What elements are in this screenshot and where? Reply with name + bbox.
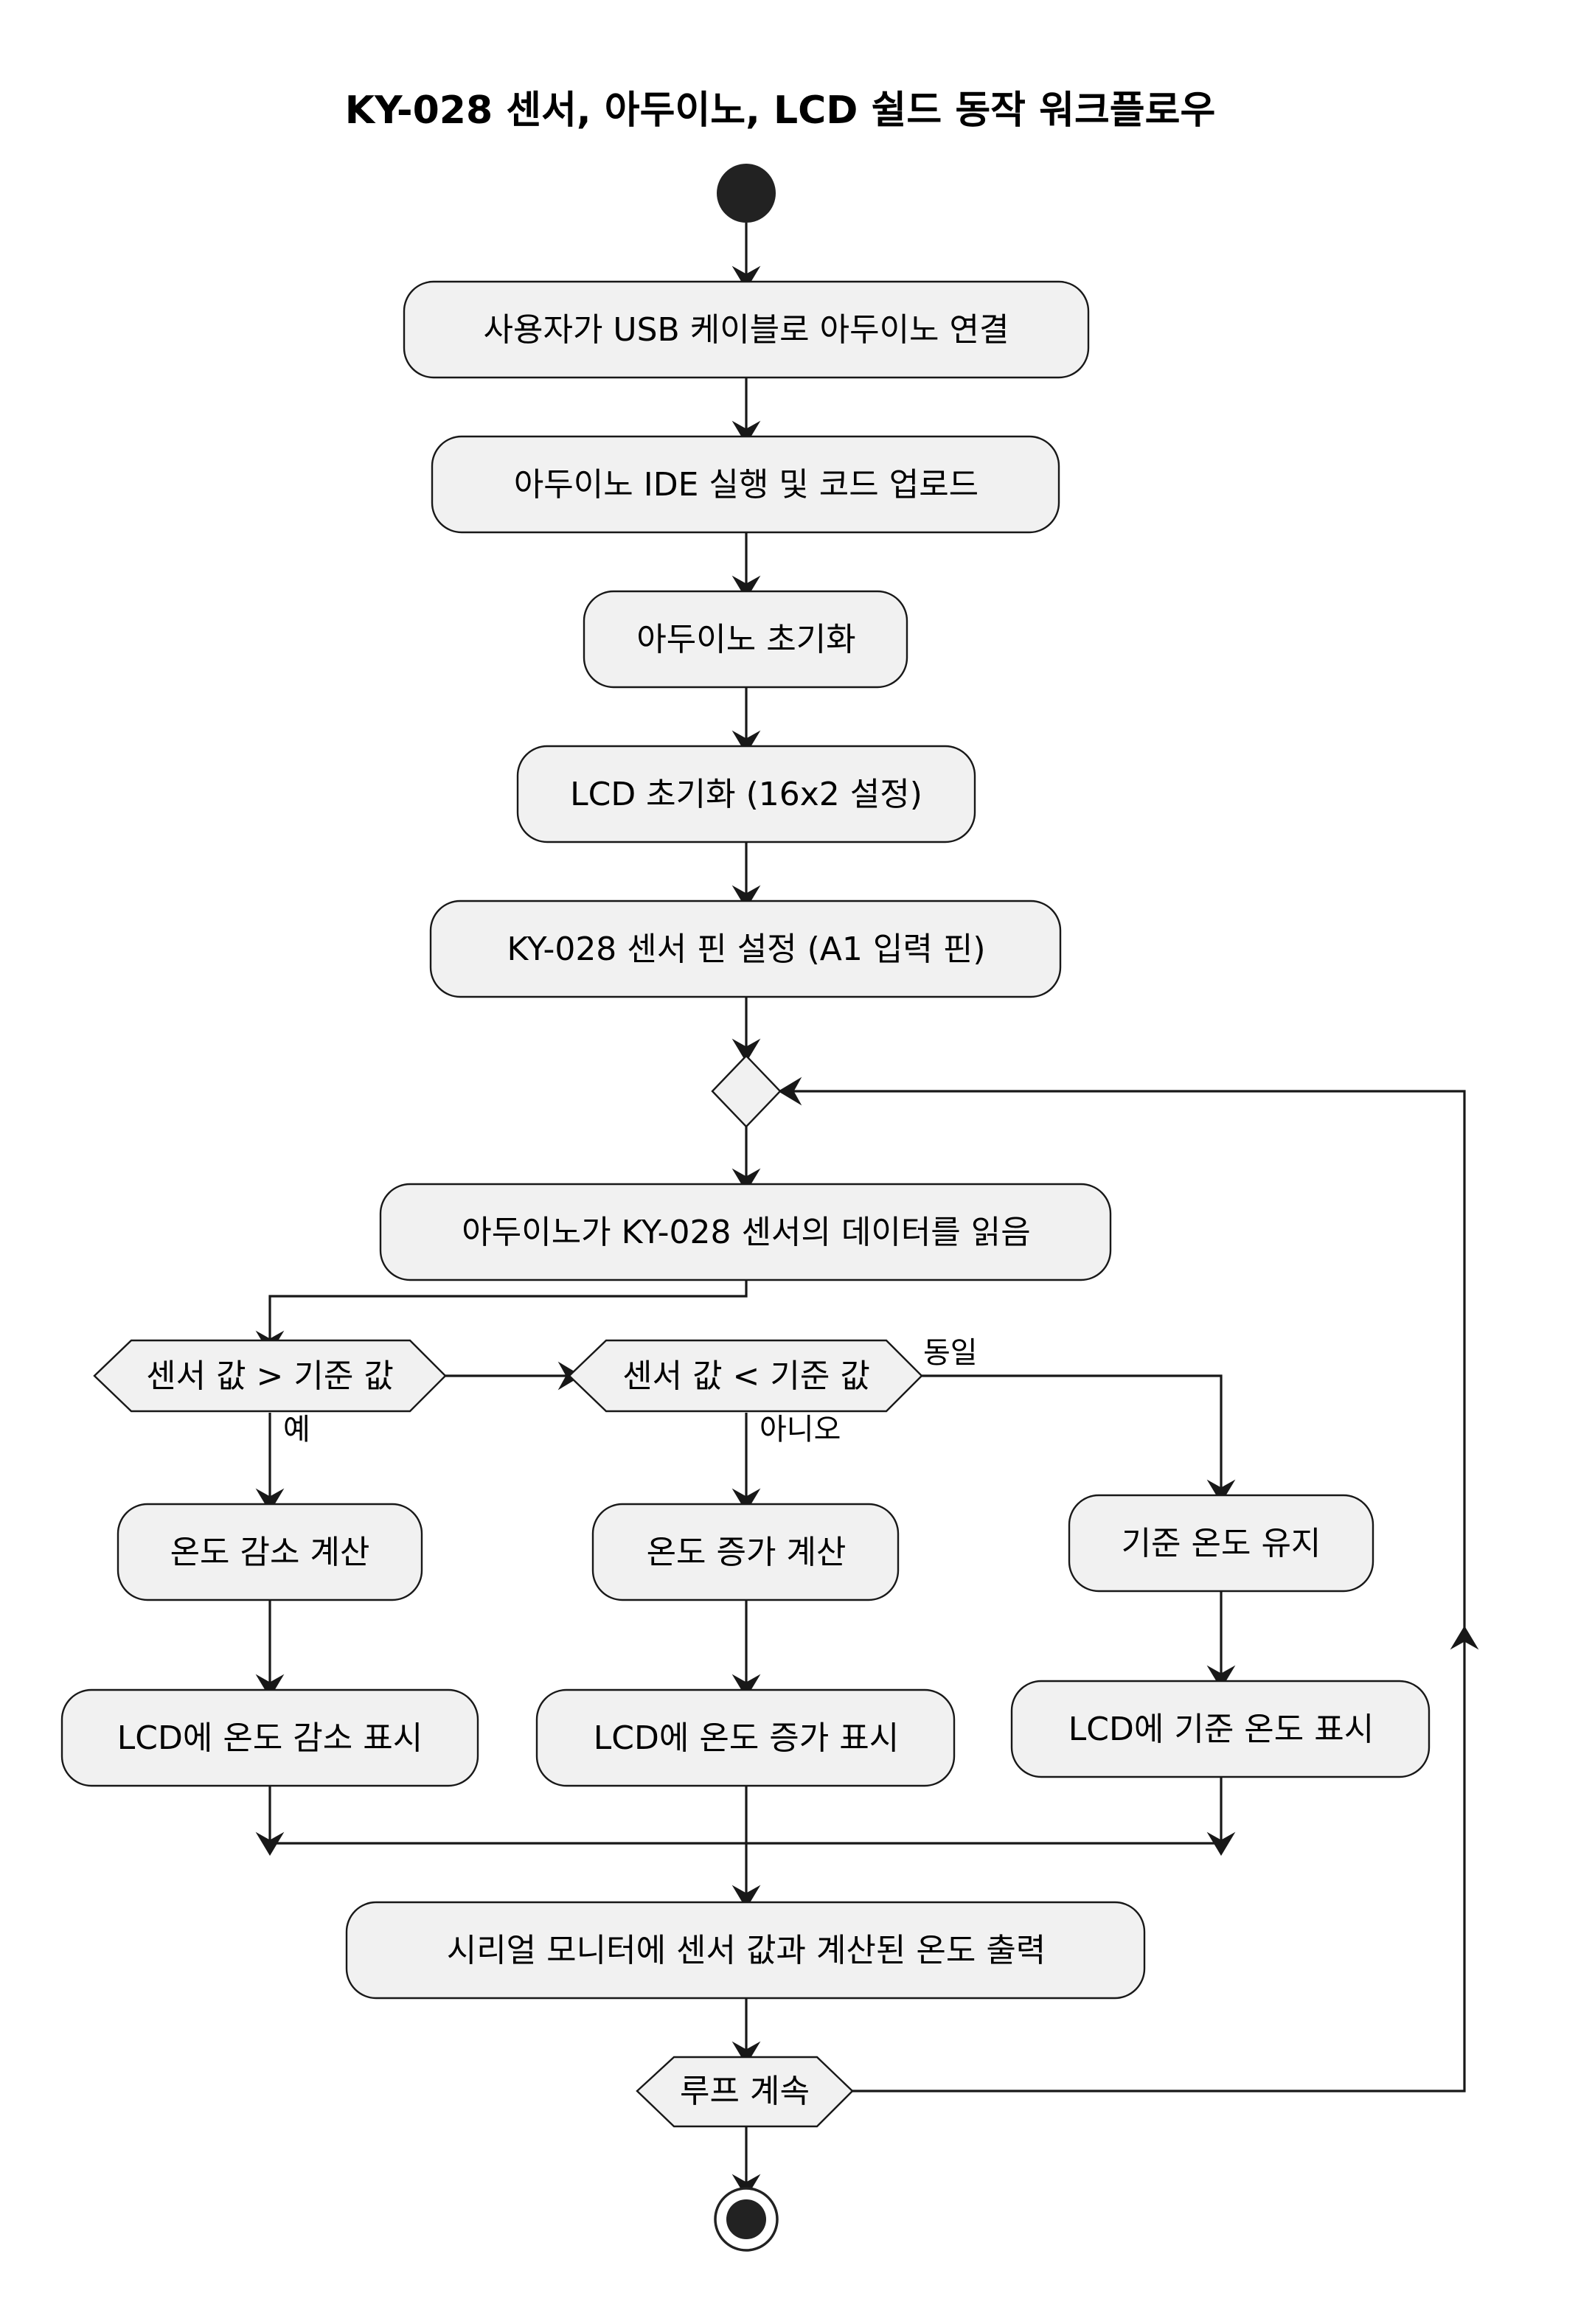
action-init-lcd: LCD 초기화 (16x2 설정) bbox=[516, 745, 976, 843]
decision-less: 센서 값 < 기준 값 bbox=[568, 1339, 923, 1413]
action-calc-increase: 온도 증가 계산 bbox=[591, 1503, 900, 1601]
action-init-arduino-label: 아두이노 초기화 bbox=[636, 621, 855, 658]
edge-label-yes: 예 bbox=[283, 1413, 310, 1447]
action-serial-output-label: 시리얼 모니터에 센서 값과 계산된 온도 출력 bbox=[447, 1932, 1046, 1969]
decision-loop-label: 루프 계속 bbox=[680, 2073, 810, 2110]
decision-greater-label: 센서 값 > 기준 값 bbox=[146, 1357, 394, 1395]
loop-merge-diamond bbox=[711, 1054, 782, 1128]
action-pin-setup-label: KY-028 센서 핀 설정 (A1 입력 핀) bbox=[507, 930, 986, 968]
action-show-decrease-label: LCD에 온도 감소 표시 bbox=[117, 1719, 423, 1757]
action-calc-decrease-label: 온도 감소 계산 bbox=[170, 1534, 370, 1571]
end-node bbox=[714, 2187, 779, 2252]
diagram-title: KY-028 센서, 아두이노, LCD 쉴드 동작 워크플로우 bbox=[345, 88, 1216, 133]
action-pin-setup: KY-028 센서 핀 설정 (A1 입력 핀) bbox=[429, 900, 1062, 998]
action-keep-base: 기준 온도 유지 bbox=[1068, 1494, 1374, 1593]
action-show-base: LCD에 기준 온도 표시 bbox=[1010, 1680, 1431, 1778]
action-init-arduino: 아두이노 초기화 bbox=[583, 590, 908, 689]
action-serial-output: 시리얼 모니터에 센서 값과 계산된 온도 출력 bbox=[345, 1901, 1146, 2000]
action-show-base-label: LCD에 기준 온도 표시 bbox=[1068, 1711, 1374, 1748]
action-show-decrease: LCD에 온도 감소 표시 bbox=[60, 1688, 479, 1787]
start-node bbox=[717, 164, 776, 223]
action-connect-label: 사용자가 USB 케이블로 아두이노 연결 bbox=[484, 311, 1009, 349]
action-upload-label: 아두이노 IDE 실행 및 코드 업로드 bbox=[514, 466, 979, 504]
edge-label-equal: 동일 bbox=[923, 1336, 978, 1370]
arrowheads bbox=[255, 265, 1479, 2198]
action-calc-increase-label: 온도 증가 계산 bbox=[647, 1534, 847, 1571]
action-read-sensor: 아두이노가 KY-028 센서의 데이터를 읽음 bbox=[379, 1183, 1112, 1281]
action-upload: 아두이노 IDE 실행 및 코드 업로드 bbox=[431, 435, 1060, 534]
connectors bbox=[268, 223, 1466, 2182]
action-keep-base-label: 기준 온도 유지 bbox=[1122, 1525, 1321, 1562]
action-read-sensor-label: 아두이노가 KY-028 센서의 데이터를 읽음 bbox=[462, 1214, 1030, 1251]
action-show-increase-label: LCD에 온도 증가 표시 bbox=[594, 1719, 899, 1757]
action-calc-decrease: 온도 감소 계산 bbox=[117, 1503, 423, 1601]
edge-label-no: 아니오 bbox=[760, 1413, 841, 1447]
action-init-lcd-label: LCD 초기화 (16x2 설정) bbox=[570, 776, 922, 813]
action-connect: 사용자가 USB 케이블로 아두이노 연결 bbox=[403, 280, 1090, 379]
decision-loop: 루프 계속 bbox=[636, 2056, 854, 2128]
decision-less-label: 센서 값 < 기준 값 bbox=[622, 1357, 870, 1395]
action-show-increase: LCD에 온도 증가 표시 bbox=[535, 1688, 956, 1787]
decision-greater: 센서 값 > 기준 값 bbox=[93, 1339, 447, 1413]
